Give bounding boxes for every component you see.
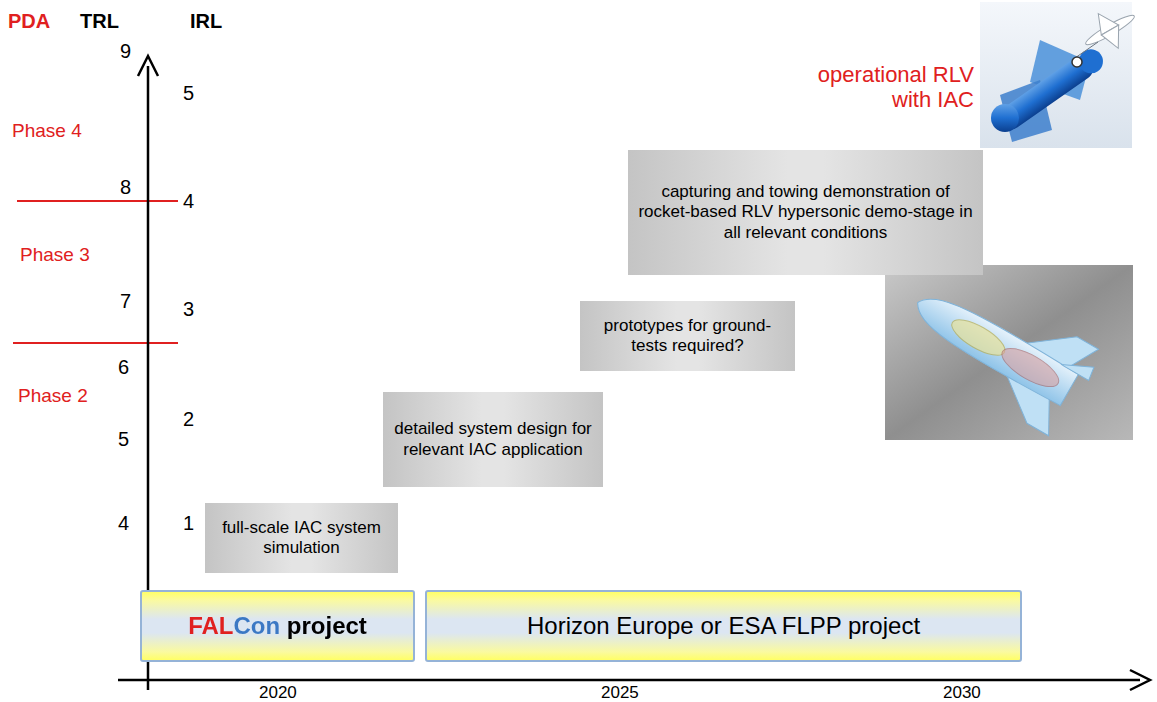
irl-level: 2: [183, 408, 194, 431]
axis-title: TRL: [80, 10, 119, 33]
milestone-box: detailed system design for relevant IAC …: [383, 392, 603, 487]
box-text: Horizon Europe or ESA FLPP project: [527, 612, 920, 641]
box-text: FALCon project: [188, 612, 367, 641]
trl-level: 8: [120, 176, 131, 199]
irl-level: 1: [183, 512, 194, 535]
box-text: full-scale IAC system simulation: [215, 518, 388, 559]
axis-title: PDA: [8, 10, 50, 33]
box-text: prototypes for ground-tests required?: [590, 316, 785, 357]
project-band: Horizon Europe or ESA FLPP project: [425, 590, 1022, 662]
trl-level: 5: [118, 428, 129, 451]
goal-label: operational RLV with IAC: [812, 62, 974, 113]
trl-level: 6: [118, 356, 129, 379]
year-tick: 2020: [259, 683, 297, 702]
milestone-box: prototypes for ground-tests required?: [580, 301, 795, 371]
trl-level: 7: [120, 290, 131, 313]
phase-separator: [13, 342, 178, 344]
box-text: capturing and towing demonstration of ro…: [638, 182, 973, 243]
year-tick: 2025: [601, 683, 639, 702]
project-band: FALCon project: [140, 590, 415, 662]
axis-title: IRL: [190, 10, 222, 33]
irl-level: 5: [183, 82, 194, 105]
x-axis-head: [1130, 670, 1150, 690]
trl-level: 4: [118, 512, 129, 535]
phase-label: Phase 2: [18, 385, 88, 407]
milestone-box: capturing and towing demonstration of ro…: [628, 150, 983, 275]
x-axis: [118, 679, 1140, 682]
phase-separator: [17, 200, 178, 202]
rlv-towing-illustration: [980, 0, 1144, 148]
y-axis-head: [138, 56, 158, 76]
milestone-box: full-scale IAC system simulation: [205, 503, 398, 573]
trl-level: 9: [120, 40, 131, 63]
irl-level: 4: [183, 190, 194, 213]
rlv-demo-stage-illustration: [885, 259, 1133, 440]
phase-label: Phase 4: [12, 120, 82, 142]
phase-label: Phase 3: [20, 244, 90, 266]
irl-level: 3: [183, 298, 194, 321]
box-text: detailed system design for relevant IAC …: [393, 419, 593, 460]
year-tick: 2030: [943, 683, 981, 702]
